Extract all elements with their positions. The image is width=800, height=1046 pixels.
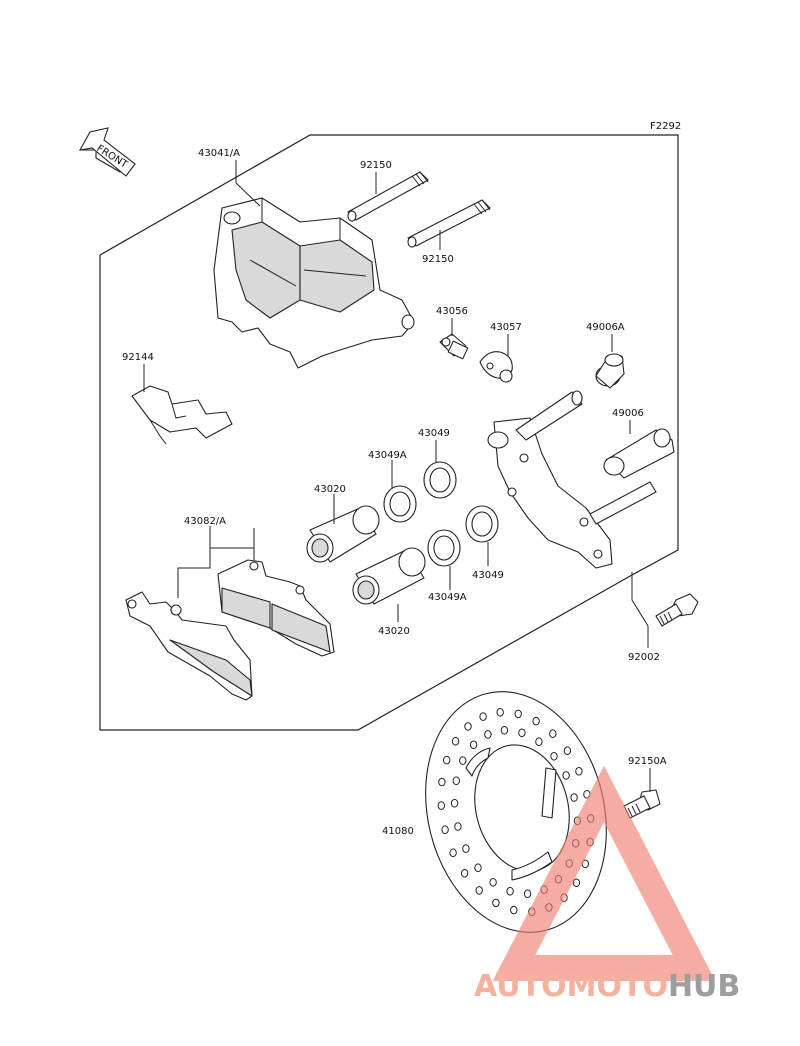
disc-hole — [514, 709, 522, 719]
watermark-triangle-icon — [492, 765, 716, 981]
label-piston-upper: 43020 — [314, 484, 346, 495]
leader-lines — [143, 160, 651, 792]
label-seal-upper: 43049 — [418, 428, 450, 439]
disc-hole — [441, 825, 449, 835]
boot-a — [595, 353, 625, 389]
disc-hole — [492, 898, 500, 908]
disc-hole — [570, 793, 578, 802]
label-spring: 92144 — [122, 352, 154, 363]
disc-hole — [563, 746, 572, 756]
figure-code: F2292 — [650, 121, 681, 132]
disc-hole — [462, 844, 470, 853]
disc-hole — [562, 771, 570, 780]
pin-lower — [407, 199, 491, 248]
disc-bolt — [623, 789, 661, 819]
disc-hole — [450, 798, 459, 808]
pin-upper — [347, 171, 429, 222]
disc-hole — [506, 886, 514, 896]
part-labels: 43041/A 92150 92150 43056 43057 49006A 4… — [122, 148, 667, 837]
disc-hole — [496, 708, 504, 717]
disc-hole — [451, 736, 460, 746]
bolt-92002 — [655, 593, 699, 627]
brake-pad-rear — [125, 591, 253, 701]
disc-hole — [452, 776, 460, 786]
disc-hole — [443, 755, 451, 765]
watermark-text: AUTOMOTOHUB — [474, 969, 740, 1004]
brake-pad-front — [217, 559, 335, 657]
disc-hole — [449, 848, 457, 858]
disc-hole — [479, 712, 487, 721]
seal-43049a-lower — [427, 529, 461, 567]
label-boot: 49006 — [612, 408, 644, 419]
disc-hole — [500, 726, 509, 735]
seal-43049-upper — [423, 461, 457, 499]
disc-hole — [437, 801, 445, 810]
pad-spring — [131, 385, 233, 445]
watermark-part2: HUB — [668, 969, 740, 1004]
watermark: AUTOMOTOHUB — [474, 765, 740, 1004]
boot — [603, 428, 675, 479]
watermark-part1: AUTOMOTO — [474, 969, 668, 1004]
label-bleeder: 43056 — [436, 306, 468, 317]
disc-hole — [475, 886, 483, 895]
disc-hole — [464, 722, 472, 731]
disc-hole — [459, 756, 467, 765]
front-arrow-icon: FRONT — [78, 127, 136, 177]
label-bolt: 92002 — [628, 652, 660, 663]
seal-43049-lower — [465, 505, 499, 543]
piston-upper — [306, 505, 380, 563]
bleeder-valve — [439, 333, 469, 360]
disc-hole — [469, 740, 478, 750]
label-pin-upper: 92150 — [360, 160, 392, 171]
disc-hole — [510, 905, 518, 915]
label-seal-a-lower: 43049A — [428, 592, 467, 603]
label-boot-a: 49006A — [586, 322, 625, 333]
disc-hole — [438, 777, 446, 787]
disc-hole — [575, 767, 583, 776]
disc-hole — [454, 822, 462, 831]
label-disc: 41080 — [382, 826, 414, 837]
disc-hole — [550, 752, 558, 761]
assembly-frame — [99, 134, 679, 731]
disc-hole — [532, 716, 540, 726]
disc-hole — [572, 878, 581, 888]
label-pad-set: 43082/A — [184, 516, 226, 527]
disc-hole — [523, 889, 532, 899]
disc-hole — [518, 728, 526, 738]
caliper-body — [213, 197, 415, 369]
disc-hole — [489, 878, 497, 887]
label-caliper: 43041/A — [198, 148, 240, 159]
disc-hole — [474, 863, 482, 873]
label-pin-lower: 92150 — [422, 254, 454, 265]
disc-hole — [484, 730, 492, 739]
disc-hole — [460, 869, 469, 878]
label-seal-lower: 43049 — [472, 570, 504, 581]
label-disc-bolt: 92150A — [628, 756, 667, 767]
seal-43049a-upper — [383, 485, 417, 523]
label-piston-lower: 43020 — [378, 626, 410, 637]
caliper-bracket — [487, 390, 657, 569]
piston-lower — [352, 547, 426, 605]
label-bleeder-cap: 43057 — [490, 322, 522, 333]
disc-hole — [549, 729, 557, 738]
bleeder-cap — [479, 351, 513, 383]
label-seal-a-upper: 43049A — [368, 450, 407, 461]
disc-hole — [535, 737, 543, 747]
